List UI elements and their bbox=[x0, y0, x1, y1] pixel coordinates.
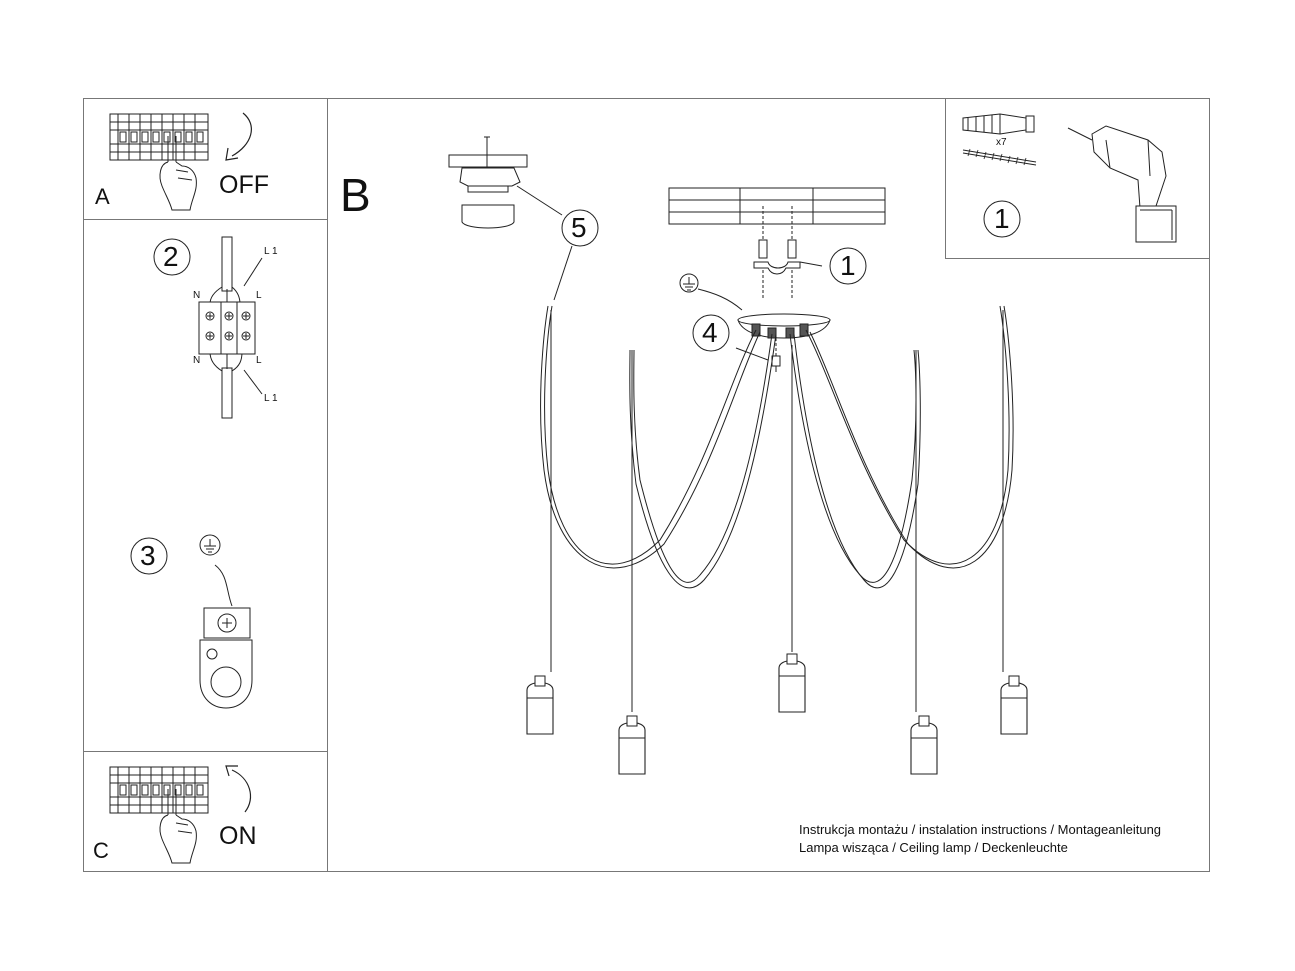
wire-label-l-top: L bbox=[256, 290, 262, 301]
caption-line-1: Instrukcja montażu / instalation instruc… bbox=[799, 822, 1162, 837]
lamp-shade bbox=[526, 675, 554, 735]
arrow-icon bbox=[225, 112, 252, 161]
panel-a-letter: A bbox=[95, 184, 110, 209]
step-1-bracket-number: 1 bbox=[840, 250, 856, 281]
ceiling-plate bbox=[668, 187, 886, 225]
cord-grip-detail bbox=[448, 136, 563, 229]
lamp-shade bbox=[1000, 675, 1028, 735]
wire-label-n-top: N bbox=[193, 290, 201, 301]
anchor-quantity: x7 bbox=[996, 137, 1007, 148]
outer-frame bbox=[83, 98, 1210, 872]
step-4-circle bbox=[692, 314, 730, 352]
wire-label-n-bottom: N bbox=[193, 355, 201, 366]
lamp-shade bbox=[910, 715, 938, 775]
step-1-circle bbox=[983, 200, 1021, 238]
fuse-box-icon bbox=[109, 766, 209, 814]
pendant-cables bbox=[540, 305, 1014, 712]
panel-b-letter: B bbox=[340, 169, 371, 221]
panel-c-state: ON bbox=[219, 822, 257, 850]
caption-line-2: Lampa wisząca / Ceiling lamp / Deckenleu… bbox=[799, 840, 1068, 855]
wall-plug-icon bbox=[962, 113, 1035, 135]
step-5-number: 5 bbox=[571, 212, 587, 243]
screw-icon bbox=[962, 148, 1037, 166]
mounting-bracket bbox=[753, 206, 823, 298]
earth-symbol-icon bbox=[679, 273, 743, 311]
fuse-box-icon bbox=[109, 113, 209, 161]
arrow-icon bbox=[225, 765, 252, 813]
lamp-shade bbox=[778, 653, 806, 713]
step-4-number: 4 bbox=[702, 317, 718, 348]
panel-c-letter: C bbox=[93, 838, 109, 863]
drill-icon bbox=[1067, 125, 1177, 243]
step-1-kit-number: 1 bbox=[994, 203, 1010, 234]
step-5-circle bbox=[561, 209, 599, 247]
wire-label-l1-bottom: L 1 bbox=[264, 393, 278, 404]
lamp-shade bbox=[618, 715, 646, 775]
panel-a-state: OFF bbox=[219, 171, 269, 199]
step-3-number: 3 bbox=[140, 540, 156, 571]
step-2-number: 2 bbox=[163, 241, 179, 272]
wire-label-l1-top: L 1 bbox=[264, 246, 278, 257]
wire-label-l-bottom: L bbox=[256, 355, 262, 366]
wiring-diagram bbox=[153, 236, 263, 419]
earth-terminal-diagram bbox=[130, 534, 253, 709]
step-1-circle bbox=[829, 247, 867, 285]
canopy bbox=[735, 313, 831, 372]
